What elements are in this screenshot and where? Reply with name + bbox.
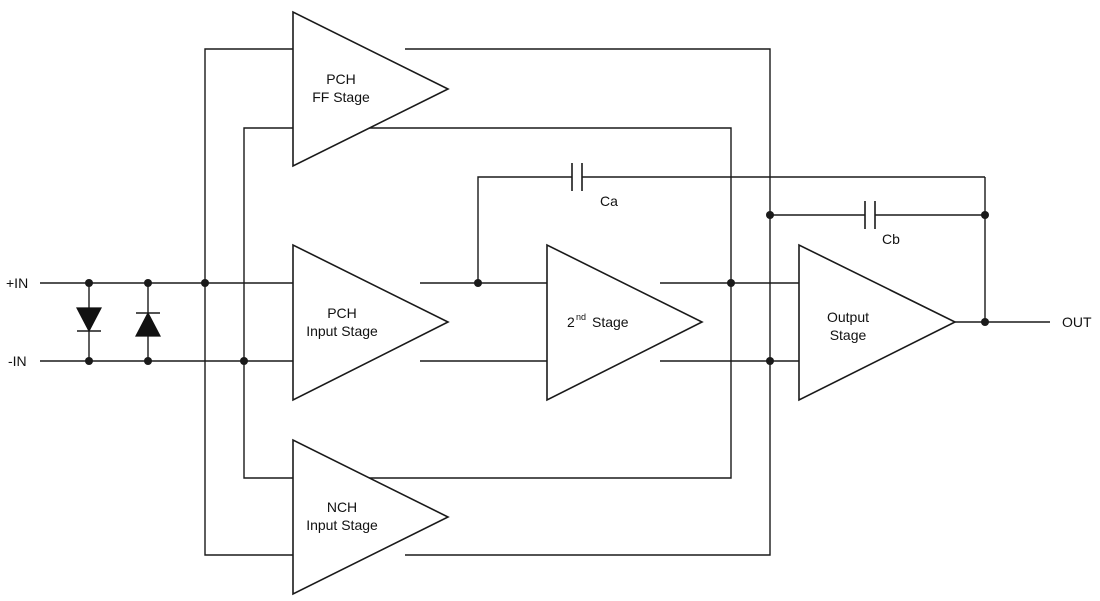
nch-input-line1: NCH — [327, 499, 357, 515]
inner-loop-wires — [243, 127, 732, 479]
output-stage-line2: Stage — [830, 327, 867, 343]
cap-cb-label: Cb — [882, 231, 900, 247]
pch-ff-line2: FF Stage — [312, 89, 370, 105]
output-stage-line1: Output — [827, 309, 869, 325]
second-stage-triangle — [546, 243, 704, 402]
diode-up-icon — [135, 311, 161, 337]
second-stage-label: Stage — [592, 314, 629, 330]
pch-ff-line1: PCH — [326, 71, 356, 87]
in-plus-label: +IN — [6, 275, 28, 291]
cb-feedback — [770, 177, 986, 322]
pch-input-stage-triangle — [292, 243, 450, 402]
junction-dots — [85, 211, 989, 365]
nch-input-line2: Input Stage — [306, 517, 378, 533]
cap-ca-label: Ca — [600, 193, 618, 209]
in-minus-label: -IN — [8, 353, 27, 369]
outer-loop-wires — [204, 48, 771, 556]
pch-input-line1: PCH — [327, 305, 357, 321]
output-stage-triangle — [798, 243, 957, 402]
nch-input-stage-triangle — [292, 438, 450, 596]
pch-input-line2: Input Stage — [306, 323, 378, 339]
second-stage-superscript: nd — [576, 312, 586, 322]
diode-down-icon — [76, 307, 102, 333]
protection-diodes — [76, 283, 161, 361]
pch-ff-stage-triangle — [292, 10, 450, 168]
out-label: OUT — [1062, 314, 1092, 330]
ca-feedback — [477, 163, 985, 283]
second-stage-number: 2 — [567, 314, 575, 330]
input-wires — [40, 282, 799, 362]
